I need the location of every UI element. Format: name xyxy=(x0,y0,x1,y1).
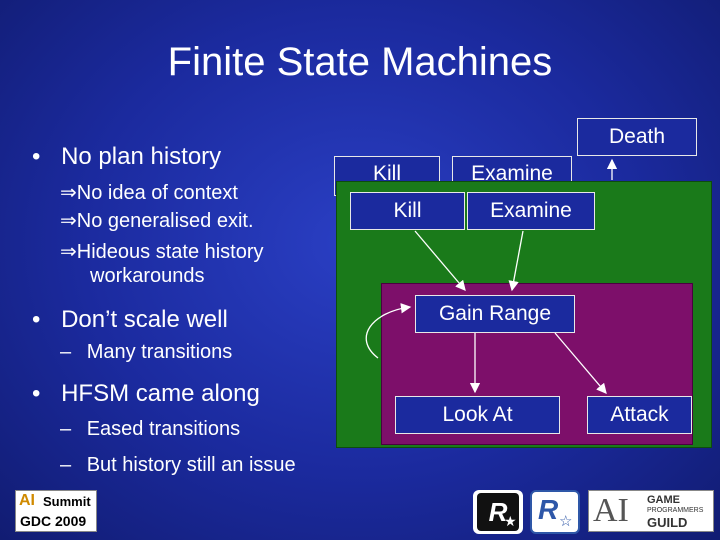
rockstar-logo-1: R ★ xyxy=(473,490,523,534)
bullet-no-plan-history: • No plan history xyxy=(32,143,221,171)
transition-loop-to-gain-range xyxy=(365,303,412,359)
state-attack: Attack xyxy=(587,396,692,434)
bullet-text: Hideous state history xyxy=(76,241,264,263)
transition-gain-range-to-attack xyxy=(554,332,607,394)
bullet-marker: • xyxy=(32,380,41,407)
subbullet-many-transitions: – Many transitions xyxy=(60,341,232,364)
state-gain-range: Gain Range xyxy=(415,295,575,333)
state-look-at: Look At xyxy=(395,396,560,434)
bullet-text: No generalised exit. xyxy=(76,210,254,232)
subbullet-history-still-an-issue: – But history still an issue xyxy=(60,454,296,477)
subbullet-hideous-state-history: ⇒Hideous state history xyxy=(60,239,264,264)
bullet-text: No plan history xyxy=(61,143,222,170)
transition-examine-to-gain-range xyxy=(508,230,524,292)
bullet-hfsm-came-along: • HFSM came along xyxy=(32,380,260,408)
implies-icon: ⇒ xyxy=(60,241,77,263)
bullet-marker: – xyxy=(60,341,72,363)
bullet-marker: – xyxy=(60,418,72,440)
bullet-dont-scale-well: • Don’t scale well xyxy=(32,306,228,334)
bullet-marker: – xyxy=(60,454,72,476)
bullet-text: Eased transitions xyxy=(86,418,241,440)
ai-summit-gdc-2009-logo: AI Summit GDC 2009 xyxy=(15,490,97,532)
rockstar-logo-2: R ☆ xyxy=(530,490,580,534)
state-death: Death xyxy=(577,118,697,156)
slide-title: Finite State Machines xyxy=(167,40,553,84)
subbullet-no-idea-of-context: ⇒No idea of context xyxy=(60,180,238,205)
bullet-text: Don’t scale well xyxy=(61,306,228,333)
state-kill: Kill xyxy=(350,192,465,230)
ai-game-programmers-guild-logo: AI GAME PROGRAMMERS GUILD xyxy=(588,490,714,532)
star-icon: ☆ xyxy=(559,513,573,530)
star-icon: ★ xyxy=(504,513,517,529)
bullet-marker: • xyxy=(32,306,41,333)
bullet-text: But history still an issue xyxy=(86,454,296,476)
implies-icon: ⇒ xyxy=(60,210,77,232)
subbullet-eased-transitions: – Eased transitions xyxy=(60,418,240,441)
subbullet-no-generalised-exit: ⇒No generalised exit. xyxy=(60,208,254,233)
transition-kill-to-gain-range xyxy=(414,230,466,291)
bullet-marker: • xyxy=(32,143,41,170)
implies-icon: ⇒ xyxy=(60,182,77,204)
bullet-text: Many transitions xyxy=(86,341,233,363)
bullet-text: No idea of context xyxy=(76,182,238,204)
bullet-text: HFSM came along xyxy=(61,380,260,407)
subbullet-continuation: workarounds xyxy=(90,265,205,287)
state-examine: Examine xyxy=(467,192,595,230)
